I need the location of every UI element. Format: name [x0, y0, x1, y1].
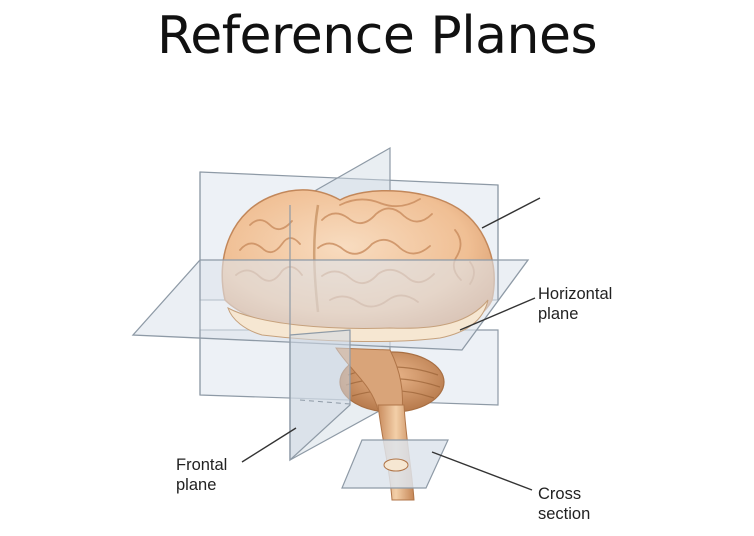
horizontal-cut-surface: [227, 299, 489, 343]
label-cross-line2: section: [538, 505, 591, 523]
label-horizontal-line1: Horizontal: [538, 285, 613, 303]
leader-line-cross: [431, 451, 533, 491]
leader-line-frontal: [241, 427, 297, 463]
label-horizontal-plane: Horizontal plane: [538, 284, 612, 324]
label-cross-section: Cross section: [538, 484, 590, 524]
leader-line-sagittal: [481, 197, 541, 229]
slide-title: Reference Planes: [156, 6, 598, 66]
label-frontal-line2: plane: [176, 476, 217, 494]
label-frontal-line1: Frontal: [176, 456, 228, 474]
label-horizontal-line2: plane: [538, 305, 579, 323]
leader-line-horizontal: [459, 297, 536, 331]
cross-section-cut: [383, 458, 409, 472]
label-frontal-plane: Frontal plane: [176, 455, 227, 495]
label-cross-line1: Cross: [538, 485, 582, 503]
